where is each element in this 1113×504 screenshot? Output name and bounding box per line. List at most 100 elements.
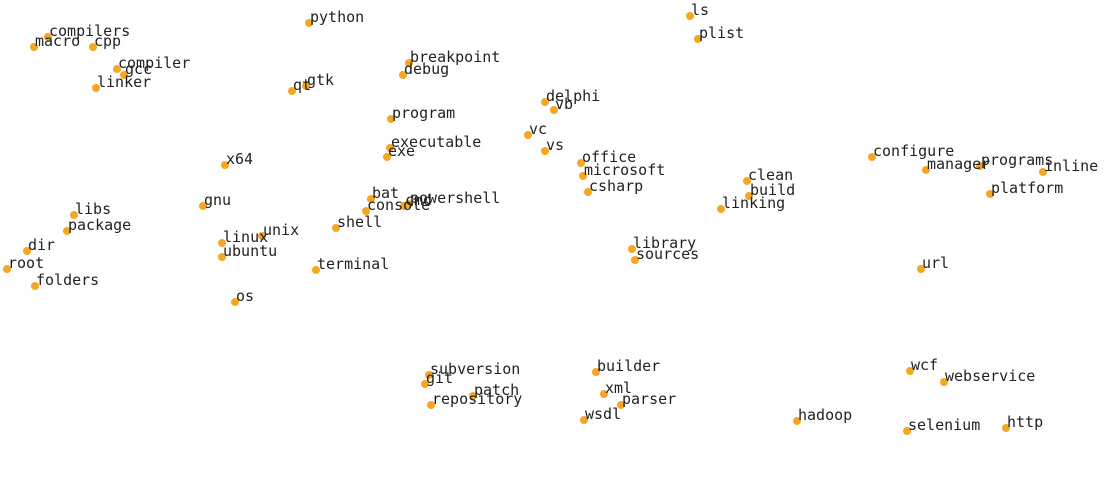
point-microsoft: [579, 172, 587, 180]
point-configure: [868, 153, 876, 161]
point-plist: [694, 35, 702, 43]
point-label-patch: patch: [474, 381, 519, 399]
point-webservice: [940, 378, 948, 386]
point-debug: [399, 71, 407, 79]
point-ubuntu: [218, 253, 226, 261]
point-os: [231, 298, 239, 306]
point-compilers: [44, 33, 52, 41]
point-label-unix: unix: [263, 221, 299, 239]
point-label-vb: vb: [555, 95, 573, 113]
point-builder: [592, 368, 600, 376]
point-label-exe: exe: [388, 142, 415, 160]
point-label-office: office: [582, 148, 636, 166]
point-label-debug: debug: [404, 60, 449, 78]
point-label-build: build: [750, 181, 795, 199]
point-root: [3, 265, 11, 273]
point-qt: [288, 87, 296, 95]
point-label-folders: folders: [36, 271, 99, 289]
point-libs: [70, 211, 78, 219]
point-vc: [524, 131, 532, 139]
point-label-root: root: [8, 254, 44, 272]
point-label-x64: x64: [226, 150, 253, 168]
point-label-wcf: wcf: [911, 356, 938, 374]
point-label-url: url: [922, 254, 949, 272]
point-breakpoint: [405, 59, 413, 67]
point-csharp: [584, 188, 592, 196]
point-label-ls: ls: [691, 1, 709, 19]
point-label-wsdl: wsdl: [585, 405, 621, 423]
point-label-plist: plist: [699, 24, 744, 42]
point-label-repository: repository: [432, 390, 522, 408]
point-programs: [976, 162, 984, 170]
point-label-webservice: webservice: [945, 367, 1035, 385]
point-label-compilers: compilers: [49, 22, 130, 40]
point-label-os: os: [236, 287, 254, 305]
point-label-terminal: terminal: [317, 255, 389, 273]
point-program: [387, 115, 395, 123]
point-label-sources: sources: [636, 245, 699, 263]
point-cpp: [89, 43, 97, 51]
point-parser: [617, 401, 625, 409]
point-label-vc: vc: [529, 120, 547, 138]
point-sources: [631, 256, 639, 264]
point-label-builder: builder: [597, 357, 660, 375]
point-macro: [30, 43, 38, 51]
point-label-parser: parser: [622, 390, 676, 408]
point-label-http: http: [1007, 413, 1043, 431]
point-label-cmd: cmd: [405, 191, 432, 209]
point-unix: [258, 232, 266, 240]
point-label-macro: macro: [35, 32, 80, 50]
point-office: [577, 159, 585, 167]
point-patch: [469, 392, 477, 400]
point-gtk: [302, 82, 310, 90]
point-label-selenium: selenium: [908, 416, 980, 434]
point-label-gnu: gnu: [204, 191, 231, 209]
point-label-linking: linking: [722, 194, 785, 212]
point-label-clean: clean: [748, 166, 793, 184]
point-delphi: [541, 98, 549, 106]
point-label-hadoop: hadoop: [798, 406, 852, 424]
point-label-breakpoint: breakpoint: [410, 48, 500, 66]
point-vb: [550, 106, 558, 114]
point-xml: [600, 390, 608, 398]
point-label-gcc: gcc: [125, 60, 152, 78]
point-label-delphi: delphi: [546, 87, 600, 105]
point-label-qt: qt: [293, 76, 311, 94]
point-label-libs: libs: [75, 200, 111, 218]
point-label-ubuntu: ubuntu: [223, 242, 277, 260]
point-label-package: package: [68, 216, 131, 234]
point-terminal: [312, 266, 320, 274]
point-label-platform: platform: [991, 179, 1063, 197]
points-layer: [3, 12, 1047, 435]
point-label-linker: linker: [97, 73, 151, 91]
point-label-python: python: [310, 8, 364, 26]
point-label-bat: bat: [372, 184, 399, 202]
point-git: [421, 380, 429, 388]
point-gcc: [120, 71, 128, 79]
point-compiler: [113, 65, 121, 73]
point-manager: [922, 166, 930, 174]
point-repository: [427, 401, 435, 409]
point-label-vs: vs: [546, 136, 564, 154]
point-python: [305, 19, 313, 27]
point-vs: [541, 147, 549, 155]
point-selenium: [903, 427, 911, 435]
point-library: [628, 245, 636, 253]
point-platform: [986, 190, 994, 198]
point-label-programs: programs: [981, 151, 1053, 169]
point-label-git: git: [426, 369, 453, 387]
point-linker: [92, 84, 100, 92]
point-ls: [686, 12, 694, 20]
point-clean: [743, 177, 751, 185]
point-label-inline: inline: [1044, 157, 1098, 175]
point-x64: [221, 161, 229, 169]
point-label-program: program: [392, 104, 455, 122]
point-folders: [31, 282, 39, 290]
point-cmd: [400, 202, 408, 210]
point-bat: [367, 195, 375, 203]
point-package: [63, 227, 71, 235]
point-dir: [23, 247, 31, 255]
point-label-manager: manager: [927, 155, 990, 173]
point-label-subversion: subversion: [430, 360, 520, 378]
